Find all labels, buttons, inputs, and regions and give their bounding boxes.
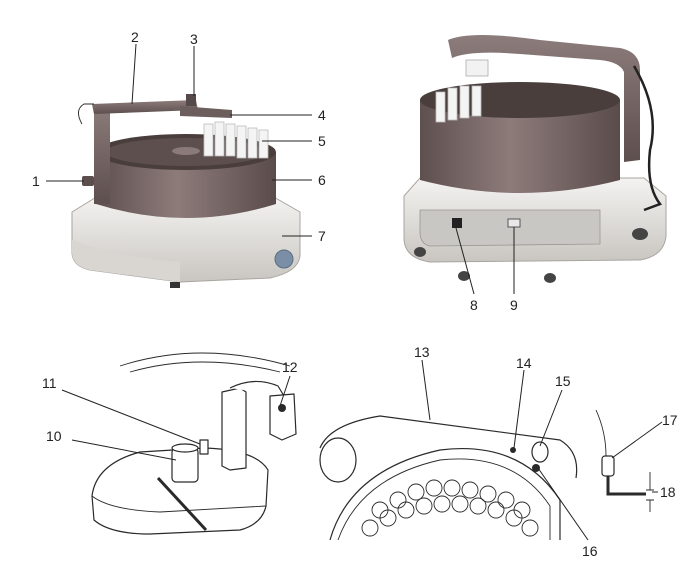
drum-outline-inner [129, 361, 281, 373]
drum-top [420, 82, 620, 118]
logo-badge [274, 249, 294, 269]
pin [199, 439, 209, 455]
rinse-port-top [171, 443, 199, 453]
rinse-port [171, 447, 199, 483]
needle-port [531, 441, 549, 463]
leader-14 [513, 369, 525, 449]
needle-head [465, 59, 489, 77]
arm-column [221, 387, 247, 471]
callout-17: 17 [662, 412, 678, 428]
leader-16 [537, 467, 589, 541]
drum-hub [172, 147, 200, 155]
clamp-screw [278, 404, 286, 412]
arm-detail-drawing [91, 352, 297, 535]
callout-11: 11 [42, 375, 57, 391]
drum-outline [119, 352, 291, 367]
needle-tip [606, 476, 646, 496]
arm-column [94, 104, 110, 204]
tray-ring-inner [337, 458, 551, 541]
callout-15: 15 [555, 373, 571, 389]
sample-tube [236, 125, 247, 159]
callout-14: 14 [516, 355, 532, 371]
callout-4: 4 [318, 107, 326, 123]
leader-15 [539, 389, 563, 447]
callout-leaders [46, 43, 663, 541]
rear-panel [419, 209, 601, 247]
callout-13: 13 [414, 344, 430, 360]
indicator-led [510, 447, 516, 453]
callout-labels: 1 2 3 4 5 6 7 8 9 10 11 12 13 14 15 16 1… [32, 29, 678, 559]
needle-detail-drawing [595, 409, 654, 512]
tube-guide [156, 476, 208, 532]
sample-tubes [435, 85, 482, 123]
needle-holder [186, 94, 196, 106]
sample-tube [203, 123, 214, 157]
sample-drum [96, 152, 276, 218]
sample-tubes [203, 121, 269, 159]
guide-screw [532, 464, 540, 472]
callout-5: 5 [318, 133, 326, 149]
arm-base-plate [91, 447, 269, 535]
callout-8: 8 [470, 297, 478, 313]
base-foot [170, 282, 180, 288]
front-view [71, 94, 301, 288]
tray-detail-drawing [319, 415, 578, 541]
sample-tube [214, 121, 225, 157]
needle-nut [601, 455, 615, 477]
power-connector [452, 218, 462, 228]
arm-cable [78, 103, 94, 125]
sample-tube [435, 91, 446, 123]
rear-foot [544, 273, 556, 283]
callout-1: 1 [32, 173, 40, 189]
arm-top [229, 380, 285, 397]
sample-tube [447, 87, 458, 121]
leader-10 [61, 389, 201, 445]
rear-foot [458, 271, 470, 281]
callout-6: 6 [318, 172, 326, 188]
leader-8 [455, 227, 475, 295]
sample-tube [258, 129, 269, 159]
arm-cable [632, 65, 663, 212]
callout-16: 16 [582, 543, 598, 559]
arm-head [180, 106, 232, 118]
leader-11 [71, 439, 177, 461]
rear-foot [414, 247, 426, 257]
rear-view [403, 35, 667, 283]
callout-2: 2 [131, 29, 139, 45]
leader-2 [131, 43, 137, 105]
arm-beam [92, 100, 198, 114]
arm-beam [448, 35, 640, 162]
tray-ring [329, 447, 561, 541]
callout-10: 10 [46, 428, 62, 444]
rear-foot [632, 228, 648, 240]
sample-tube [225, 123, 236, 157]
sample-tube [471, 85, 482, 117]
plate-edge [91, 495, 267, 513]
leader-17 [611, 421, 663, 459]
callout-12: 12 [282, 359, 298, 375]
sample-drum [420, 100, 620, 193]
tray-knob [319, 437, 357, 483]
leader-12 [279, 375, 291, 407]
dimension-lines [646, 489, 654, 501]
callout-7: 7 [318, 228, 326, 244]
usb-port [507, 218, 521, 228]
callout-9: 9 [510, 297, 518, 313]
sample-tube [247, 127, 258, 159]
sample-tube [459, 85, 470, 119]
callout-18: 18 [660, 484, 676, 500]
tubing [595, 409, 607, 457]
callout-3: 3 [190, 31, 198, 47]
power-switch [82, 176, 94, 186]
leader-13 [421, 359, 431, 421]
base-front-face [72, 240, 180, 282]
needle-clamp [269, 393, 297, 441]
tray-wells [361, 479, 539, 537]
